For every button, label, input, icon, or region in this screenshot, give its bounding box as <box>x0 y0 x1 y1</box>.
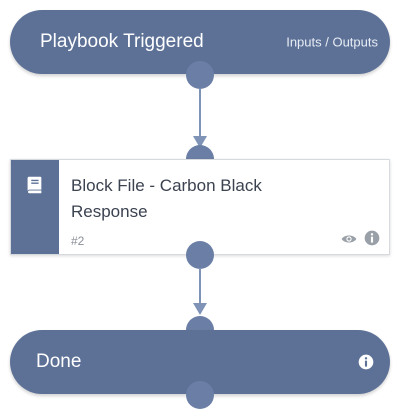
task-output-connector-dot[interactable] <box>186 241 214 269</box>
task-icon-column <box>11 160 59 254</box>
task-title-line1: Block File - Carbon Black <box>71 176 262 195</box>
done-output-connector-dot[interactable] <box>186 381 214 409</box>
output-connector-dot[interactable] <box>186 61 214 89</box>
connector-line <box>199 268 201 306</box>
book-icon <box>27 176 42 194</box>
task-title-line2: Response <box>71 202 148 221</box>
playbook-triggered-title: Playbook Triggered <box>40 31 204 52</box>
inputs-outputs-link[interactable]: Inputs / Outputs <box>286 34 378 50</box>
eye-icon[interactable] <box>341 232 357 246</box>
task-id: #2 <box>71 234 85 248</box>
info-icon[interactable] <box>364 230 380 246</box>
connector-line <box>199 89 201 139</box>
info-icon[interactable] <box>358 354 374 370</box>
connector-arrow <box>193 303 207 315</box>
done-title: Done <box>36 351 82 372</box>
task-title: Block File - Carbon Black Response <box>71 173 301 225</box>
block-file-task-node[interactable]: Block File - Carbon Black Response #2 <box>10 159 390 255</box>
